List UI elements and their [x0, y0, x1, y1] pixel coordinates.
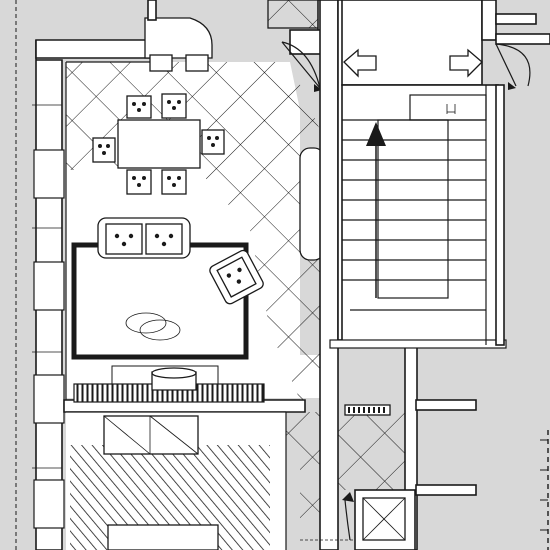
dining-table-set: [92, 54, 225, 195]
exterior-boundary-right: [540, 430, 549, 550]
landing: [343, 0, 550, 346]
stair-treads: [342, 119, 486, 281]
dining-table: [117, 119, 201, 169]
arrow-right-icon: [449, 48, 483, 78]
service-shaft: [300, 489, 416, 550]
living-area: [71, 217, 264, 360]
sofa: [97, 217, 191, 259]
coffee-table: [125, 312, 181, 341]
dining-chair: [92, 54, 225, 195]
stairwell: [329, 0, 507, 349]
exterior-wall-left: [15, 0, 65, 550]
arrow-up-icon: [366, 122, 386, 146]
entrance-nook: [35, 0, 329, 59]
armchair: [209, 249, 264, 305]
bed-headboard: [107, 524, 219, 550]
wardrobe: [103, 415, 199, 455]
arrow-left-icon: [343, 48, 377, 78]
threshold: [344, 404, 391, 416]
bedroom: [66, 411, 287, 550]
radiator: [73, 365, 265, 403]
